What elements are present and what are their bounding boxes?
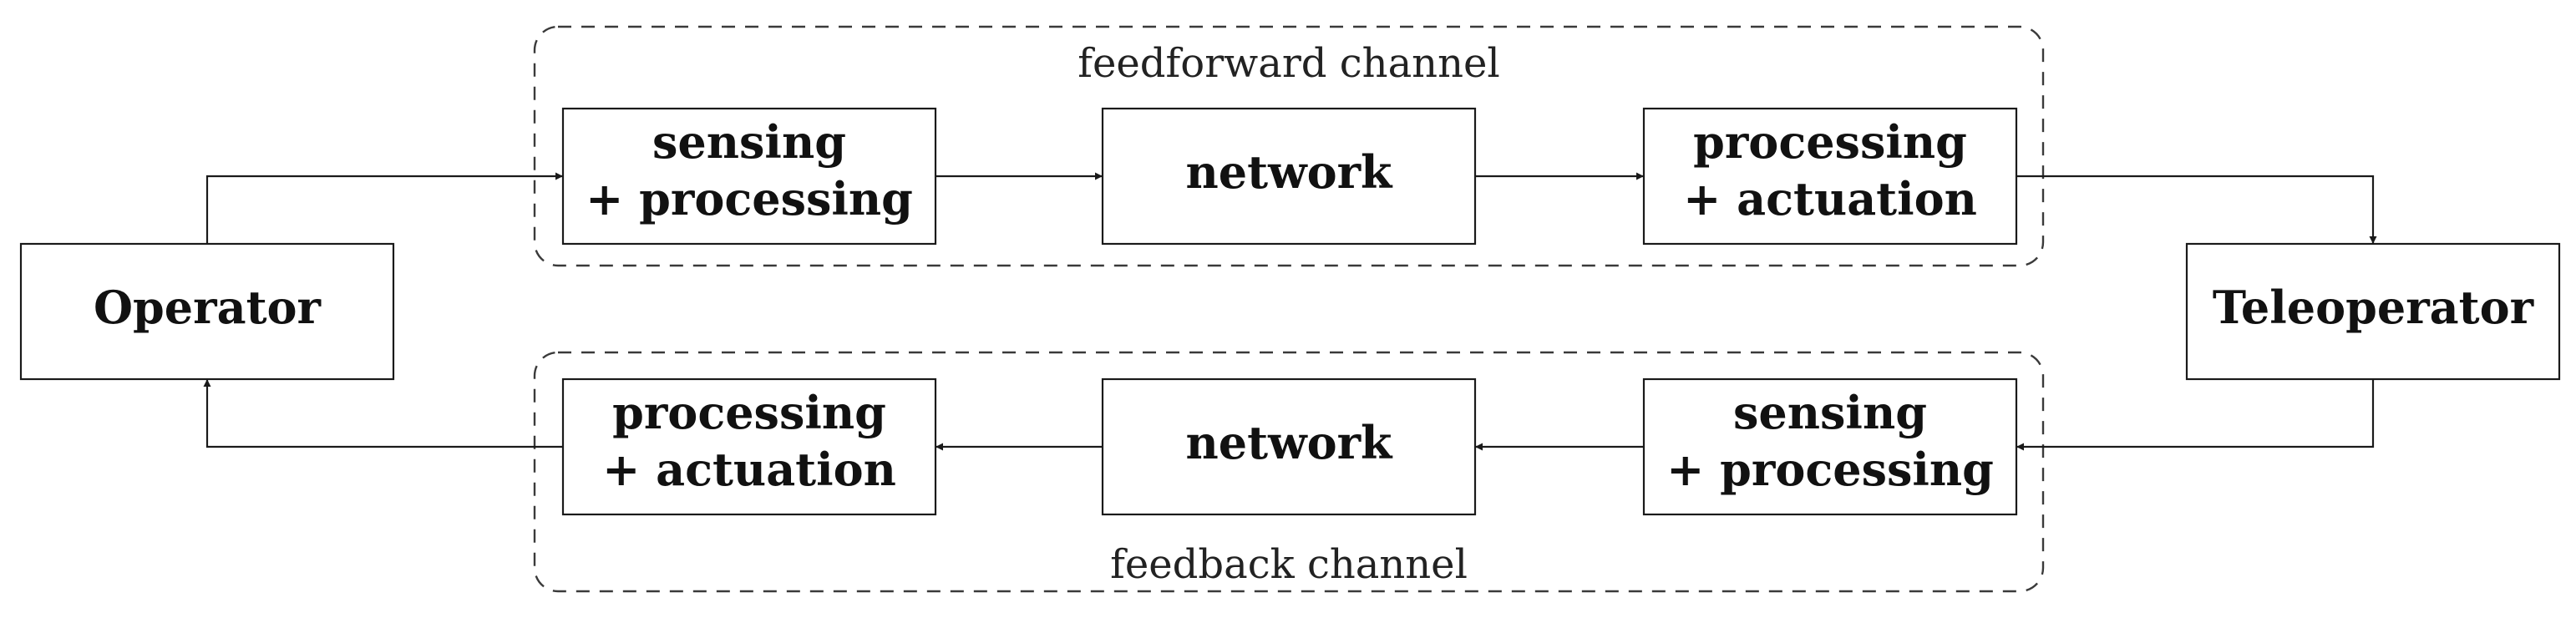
fb-sensing-box	[1642, 377, 2018, 516]
edge-operator-to-ff-sensing	[205, 172, 563, 244]
edge-teleoperator-to-fb-sensing	[2016, 379, 2375, 451]
feedback-channel-label: feedback channel	[1110, 541, 1468, 588]
teleoperator-box	[2185, 242, 2561, 381]
ff-network-box	[1101, 107, 1477, 246]
feedback-channel-group: feedback channel	[533, 351, 2045, 593]
edge-ff-processing-to-teleoperator	[2016, 175, 2377, 244]
feedback-channel-frame	[533, 351, 2045, 593]
fb-network-node: network	[1101, 377, 1477, 516]
ff-sensing-line1: sensing	[652, 115, 846, 169]
fb-sensing-line1: sensing	[1733, 386, 1927, 439]
fb-processing-line2: + actuation	[602, 443, 896, 496]
fb-sensing-line2: + processing	[1666, 443, 1994, 496]
ff-sensing-processing-node: sensing + processing	[561, 107, 937, 246]
fb-processing-line1: processing	[612, 386, 886, 439]
ff-sensing-box	[561, 107, 937, 246]
fb-sensing-processing-node: sensing + processing	[1642, 377, 2018, 516]
fb-processing-box	[561, 377, 937, 516]
teleoperator-label: Teleoperator	[2213, 281, 2534, 334]
fb-processing-actuation-node: processing + actuation	[561, 377, 937, 516]
ff-processing-actuation-node: processing + actuation	[1642, 107, 2018, 246]
operator-label: Operator	[94, 281, 322, 334]
ff-network-node: network	[1101, 107, 1477, 246]
teleoperator-node: Teleoperator	[2185, 242, 2561, 381]
ff-processing-line1: processing	[1693, 115, 1967, 169]
feedforward-channel-group: feedforward channel	[533, 25, 2045, 267]
edge-fb-processing-to-operator	[203, 379, 563, 448]
ff-network-label: network	[1186, 145, 1394, 199]
feedforward-channel-frame	[533, 25, 2045, 267]
ff-processing-box	[1642, 107, 2018, 246]
fb-network-label: network	[1186, 416, 1394, 469]
ff-sensing-line2: + processing	[586, 172, 913, 225]
feedforward-channel-label: feedforward channel	[1078, 40, 1500, 87]
operator-node: Operator	[19, 242, 395, 381]
ff-processing-line2: + actuation	[1683, 172, 1977, 225]
